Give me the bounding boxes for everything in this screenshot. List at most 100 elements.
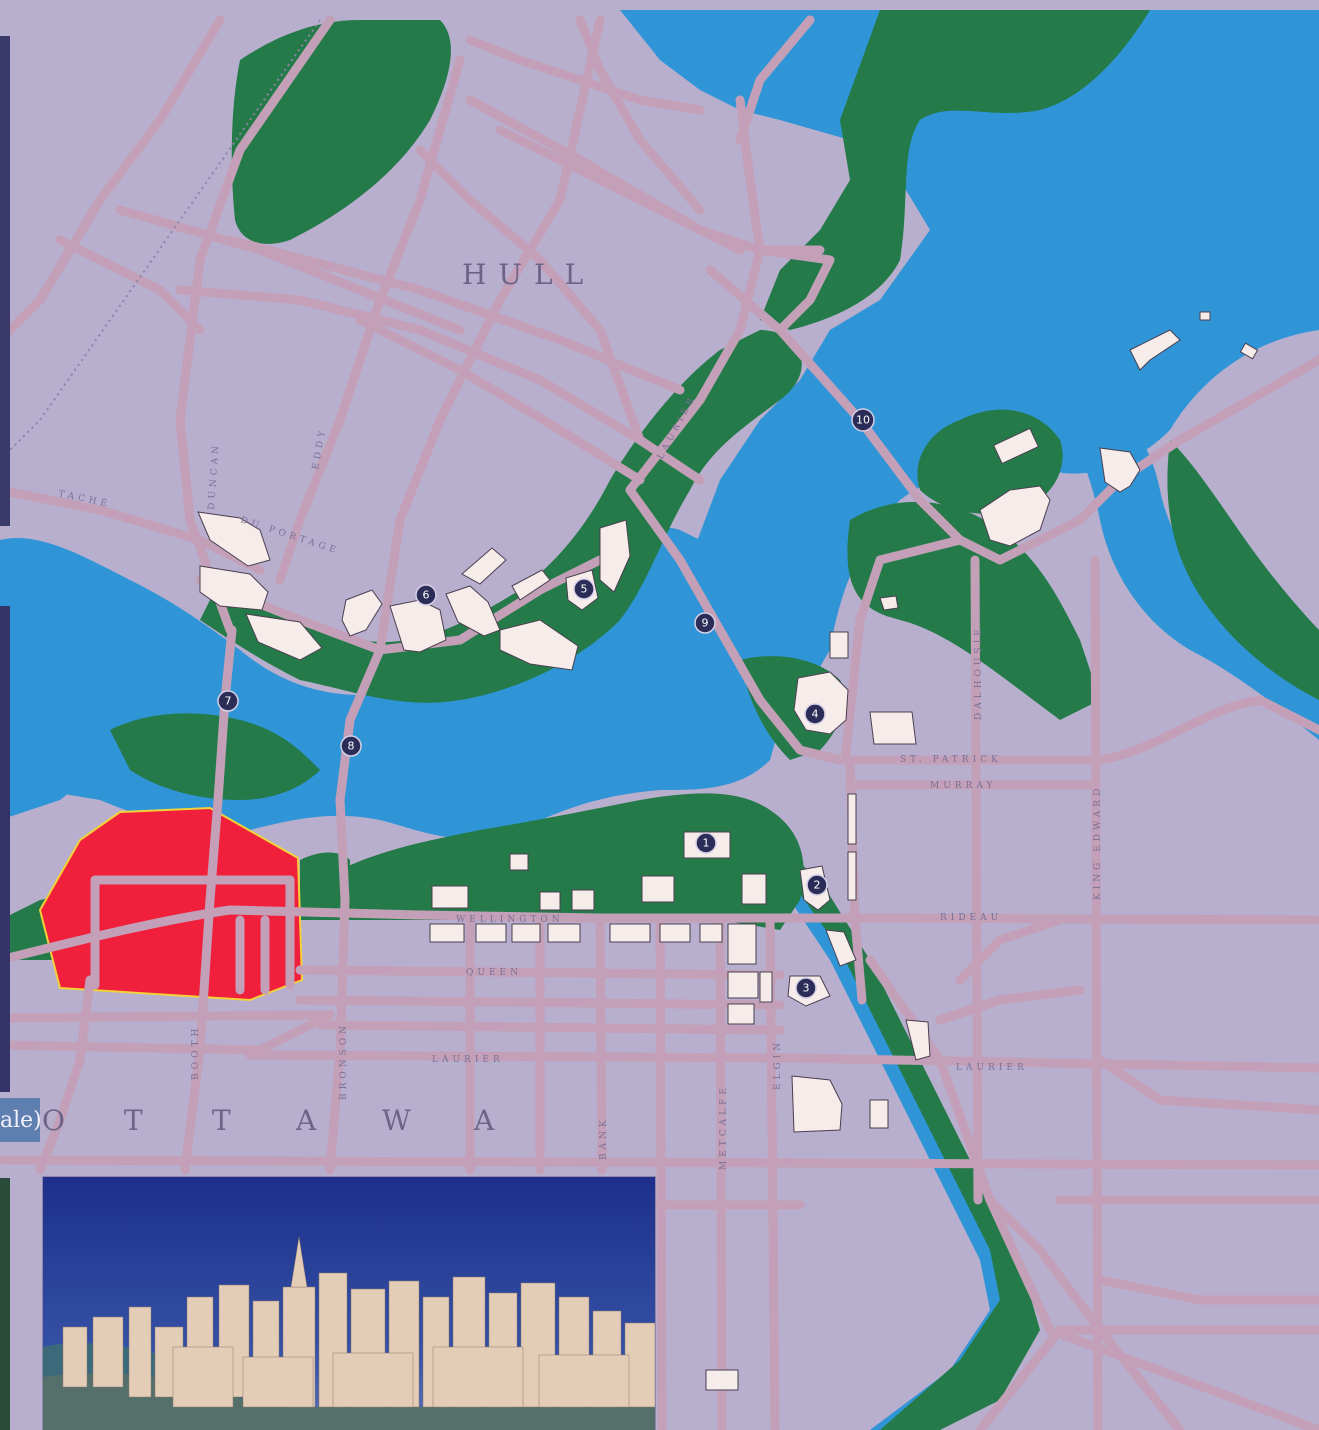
building <box>992 427 1040 465</box>
marker-3[interactable]: 3 <box>795 977 817 999</box>
photo-building <box>242 1356 314 1408</box>
road-kingedward <box>1090 555 1103 1430</box>
building <box>699 923 723 943</box>
building <box>869 711 917 745</box>
street-label-bronson: BRONSON <box>339 1022 349 1100</box>
road-hull-ring <box>465 35 705 115</box>
river-west <box>0 570 143 820</box>
ottawa-letter-o: O <box>42 1104 65 1137</box>
marker-8-label: 8 <box>348 740 355 753</box>
building <box>847 851 857 901</box>
road-south-diag-2 <box>975 1325 1065 1430</box>
street-label-stpatrick: ST. PATRICK <box>900 755 1002 765</box>
road-hull-diag-4 <box>175 15 335 635</box>
street-label-booth: BOOTH <box>191 1025 201 1080</box>
road-metcalfe <box>715 913 727 1430</box>
marker-8[interactable]: 8 <box>340 735 362 757</box>
building <box>511 569 551 601</box>
city-model-photo-image <box>43 1177 655 1430</box>
road-slater <box>315 1020 785 1035</box>
road-south-east-1 <box>1095 1055 1319 1115</box>
road-south-2 <box>0 1040 265 1055</box>
marker-2-label: 2 <box>814 879 821 892</box>
street-label-rideau: RIDEAU <box>940 913 1002 923</box>
road-hull-3 <box>0 485 265 575</box>
building <box>499 619 579 671</box>
road-east-spur-2 <box>935 985 1085 1025</box>
building <box>1099 447 1141 493</box>
road-elgin <box>765 913 780 1430</box>
building <box>571 889 595 911</box>
road-oconnor <box>655 913 667 1430</box>
road-south-diag <box>985 1195 1185 1430</box>
marker-6[interactable]: 6 <box>415 584 437 606</box>
photo-skyline <box>62 1236 655 1408</box>
building <box>429 923 465 943</box>
building <box>641 875 675 903</box>
building <box>879 595 899 611</box>
road-alexandra-bridge <box>625 485 845 765</box>
road-lake-rim-1 <box>755 245 835 335</box>
edge-photo-strip-bottom <box>0 1178 10 1430</box>
road-macdonald-cartier <box>705 265 1319 565</box>
road-hull-diag-1 <box>375 15 605 655</box>
building <box>759 971 773 1003</box>
marker-4[interactable]: 4 <box>804 703 826 725</box>
park-canal-bank <box>760 830 1040 1430</box>
street-label-queen: QUEEN <box>466 968 522 978</box>
marker-9-label: 9 <box>702 617 709 630</box>
city-label-ottawa: O T T A W A <box>42 1104 495 1137</box>
building <box>791 1075 843 1133</box>
building <box>905 1019 931 1061</box>
building <box>741 873 767 905</box>
building <box>461 547 507 585</box>
street-label-laurier-east: LAURIER <box>956 1063 1028 1073</box>
building <box>825 929 857 967</box>
building <box>197 511 271 567</box>
building <box>847 793 857 845</box>
building <box>609 923 651 943</box>
river-upper <box>620 10 1319 760</box>
road-dalhousie <box>970 555 983 1205</box>
building <box>869 1099 889 1129</box>
building <box>727 923 757 965</box>
street-label-laurier-west: LAURIER <box>432 1055 504 1065</box>
building <box>1239 342 1259 360</box>
marker-7-label: 7 <box>225 695 232 708</box>
building <box>979 485 1051 547</box>
road-bank <box>595 913 607 1175</box>
road-hull-diag-2 <box>275 55 465 585</box>
ottawa-letter-t2: T <box>212 1104 231 1137</box>
scale-fragment: ale) <box>0 1108 42 1133</box>
road-stpatrick <box>835 695 1319 765</box>
marker-5[interactable]: 5 <box>573 578 595 600</box>
road-bronson <box>325 645 385 1175</box>
photo-spire <box>290 1236 308 1288</box>
edge-photo-strip-mid <box>0 606 10 1092</box>
marker-10[interactable]: 10 <box>851 408 875 432</box>
photo-building <box>432 1346 524 1408</box>
city-label-hull: HULL <box>462 258 595 291</box>
ottawa-letter-a2: A <box>473 1104 495 1137</box>
building <box>547 923 581 943</box>
marker-2[interactable]: 2 <box>806 874 828 896</box>
street-label-wellington: WELLINGTON <box>456 915 564 925</box>
road-layer <box>0 15 1319 1430</box>
park-north-shore <box>200 330 802 703</box>
street-label-bank: BANK <box>599 1116 609 1160</box>
building <box>727 971 759 999</box>
ottawa-letter-a1: A <box>295 1104 317 1137</box>
marker-7[interactable]: 7 <box>217 690 239 712</box>
marker-9[interactable]: 9 <box>694 612 716 634</box>
building <box>599 519 631 593</box>
marker-1[interactable]: 1 <box>695 832 717 854</box>
road-kingedward-ramp <box>840 535 965 765</box>
building <box>509 853 529 871</box>
road-hull-laurier <box>625 95 765 495</box>
street-label-murray: MURRAY <box>930 781 996 791</box>
building <box>511 923 541 943</box>
road-hull-ne-2 <box>735 15 815 145</box>
scale-box <box>0 1098 40 1142</box>
park-east-right <box>1167 440 1319 700</box>
marker-3-label: 3 <box>803 982 810 995</box>
